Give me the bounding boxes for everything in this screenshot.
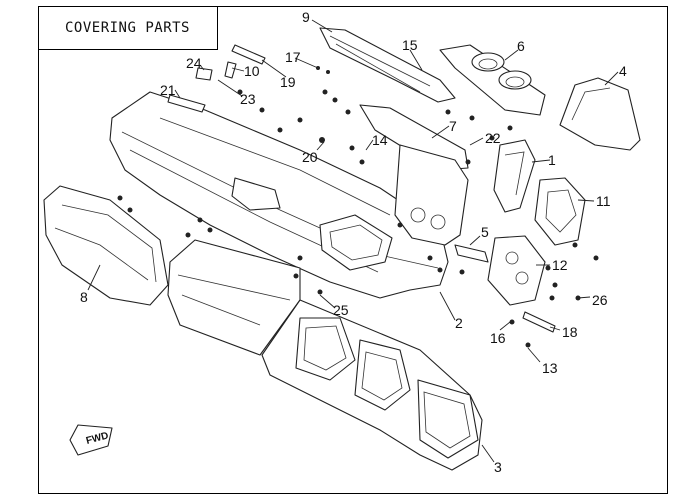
diagram-title: COVERING PARTS	[64, 19, 190, 36]
part-6-cup-holder	[439, 44, 546, 116]
title-box: COVERING PARTS	[38, 6, 218, 50]
part-7-center-console	[359, 104, 469, 246]
part-8-left-cover	[43, 185, 169, 306]
callout-26: 26	[592, 292, 608, 308]
callout-10: 10	[244, 63, 260, 79]
callout-7: 7	[449, 118, 457, 134]
part-3-lower-dash-body	[167, 239, 483, 471]
part-10-clip	[224, 61, 237, 79]
callout-22: 22	[485, 130, 501, 146]
part-9-upper-trim	[319, 27, 456, 103]
fasteners	[117, 66, 599, 348]
part-4-hood-cover	[559, 77, 641, 151]
callout-15: 15	[402, 37, 418, 53]
callout-17: 17	[285, 49, 301, 65]
callout-1: 1	[548, 152, 556, 168]
callout-18: 18	[562, 324, 578, 340]
callout-3: 3	[494, 459, 502, 475]
part-18-strip	[522, 311, 556, 333]
callout-numbers: 1 2 3 4 5 6 7 8 9 10 11 12 13 14 15 16 1…	[80, 9, 627, 475]
part-12-switch-panel	[487, 235, 546, 306]
callout-5: 5	[481, 224, 489, 240]
callout-20: 20	[302, 149, 318, 165]
callout-16: 16	[490, 330, 506, 346]
part-11-vent-bezel	[534, 177, 586, 246]
diagram-frame	[38, 6, 668, 494]
callout-23: 23	[240, 91, 256, 107]
part-2-dashboard-panel	[109, 91, 449, 299]
part-5-trim-strip	[454, 244, 489, 263]
callout-6: 6	[517, 38, 525, 54]
callout-13: 13	[542, 360, 558, 376]
callout-12: 12	[552, 257, 568, 273]
part-1-vent-housing	[493, 139, 536, 213]
callout-24: 24	[186, 55, 202, 71]
callout-4: 4	[619, 63, 627, 79]
fwd-direction-badge: FWD	[69, 424, 113, 456]
part-19-strip	[231, 44, 266, 65]
callout-21: 21	[160, 82, 176, 98]
callout-9: 9	[302, 9, 310, 25]
callout-14: 14	[372, 132, 388, 148]
part-24-clip	[195, 67, 213, 81]
callout-2: 2	[455, 315, 463, 331]
small-parts	[167, 44, 556, 333]
callout-25: 25	[333, 302, 349, 318]
callout-19: 19	[280, 74, 296, 90]
callout-8: 8	[80, 289, 88, 305]
leader-lines	[87, 19, 619, 463]
callout-11: 11	[596, 193, 611, 209]
part-21-clip	[167, 94, 206, 113]
